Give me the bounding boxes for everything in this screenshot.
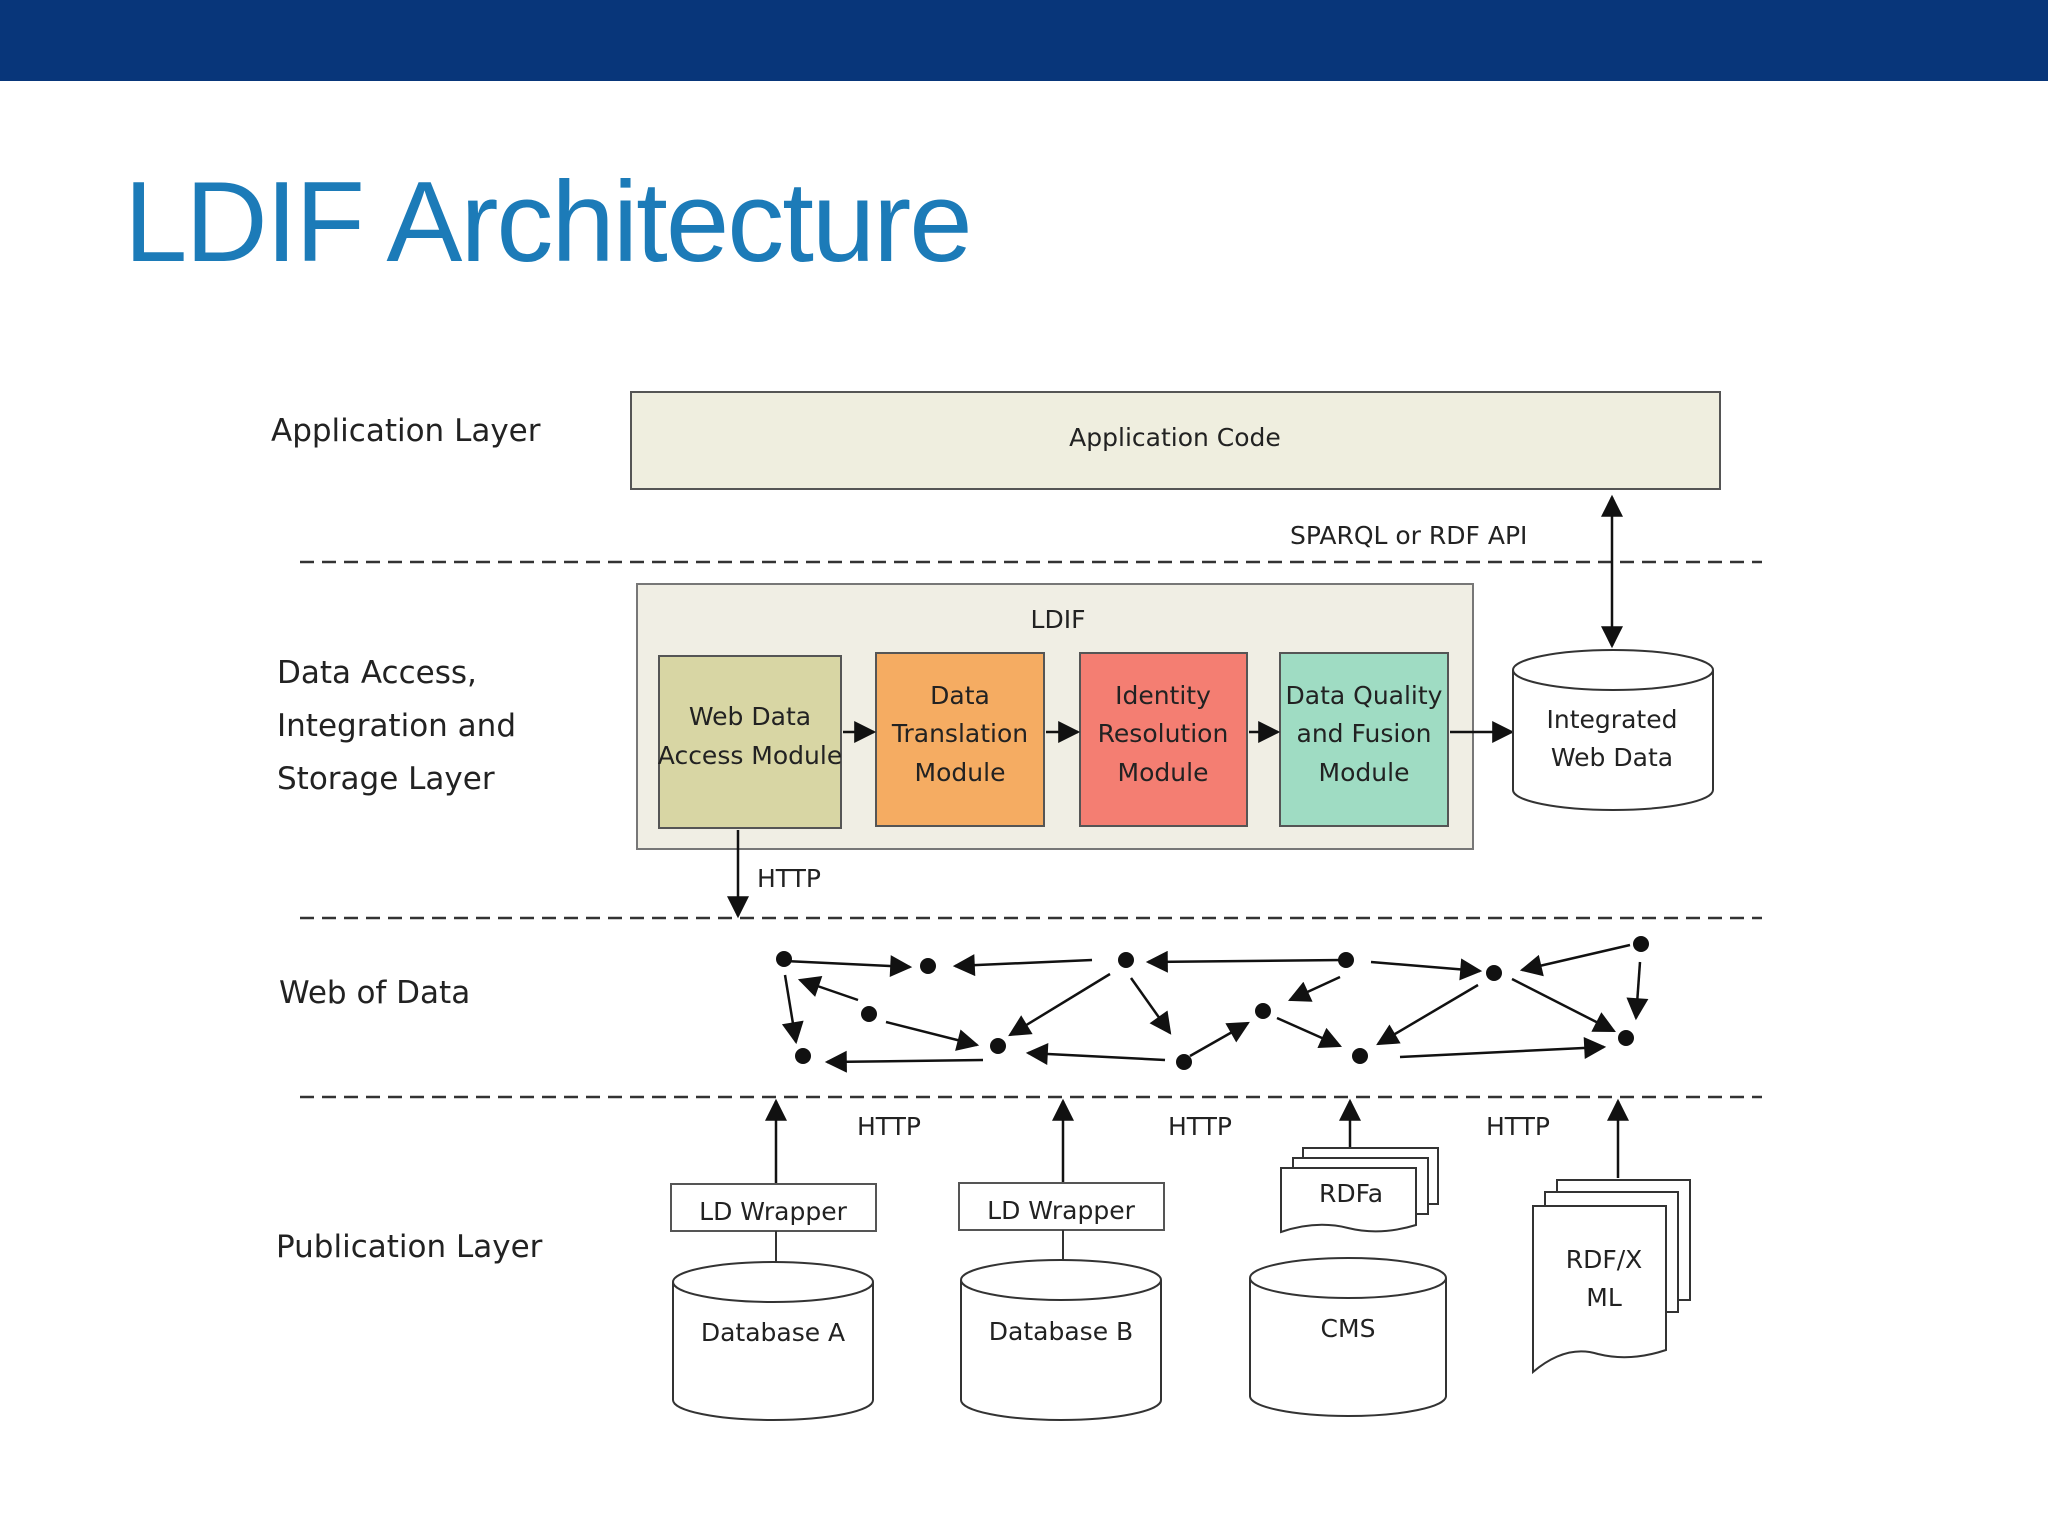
web-of-data-nodes [776, 936, 1649, 1070]
layer-label-data-access-2: Integration and [277, 708, 516, 744]
data-quality-label-2: and Fusion [1297, 719, 1432, 748]
cms-cylinder [1249, 1257, 1447, 1417]
rdfa-label: RDFa [1319, 1179, 1383, 1208]
http-label-1: HTTP [857, 1112, 921, 1141]
rdfxml-label-1: RDF/X [1566, 1245, 1643, 1274]
identity-resolution-label-1: Identity [1115, 681, 1211, 710]
layer-label-data-access-1: Data Access, [277, 655, 477, 691]
web-data-access-label-1: Web Data [689, 702, 811, 731]
ld-wrapper-b [958, 1182, 1165, 1231]
ldif-title: LDIF [1031, 605, 1086, 634]
integrated-web-data-store [1512, 649, 1714, 811]
ld-wrapper-a [670, 1183, 877, 1232]
http-label-3: HTTP [1486, 1112, 1550, 1141]
integrated-web-data-label-2: Web Data [1551, 743, 1673, 772]
data-translation-label-2: Translation [891, 719, 1028, 748]
application-code-box [630, 391, 1721, 490]
cms-label: CMS [1321, 1314, 1376, 1343]
data-translation-module [875, 652, 1045, 827]
ld-wrapper-b-label: LD Wrapper [987, 1196, 1135, 1225]
data-quality-label-3: Module [1319, 758, 1410, 787]
web-data-access-label-2: Access Module [658, 741, 842, 770]
database-a-label: Database A [701, 1318, 845, 1347]
layer-label-data-access-3: Storage Layer [277, 761, 495, 797]
ld-wrapper-a-label: LD Wrapper [699, 1197, 847, 1226]
rdfa-document-icon [1280, 1147, 1439, 1234]
rdfxml-document-icon [1532, 1179, 1691, 1375]
http-label-2: HTTP [1168, 1112, 1232, 1141]
layer-label-web-of-data: Web of Data [279, 975, 470, 1011]
integrated-web-data-label-1: Integrated [1547, 705, 1678, 734]
identity-resolution-label-3: Module [1118, 758, 1209, 787]
data-quality-label-1: Data Quality [1286, 681, 1443, 710]
rdfxml-label-2: ML [1586, 1283, 1622, 1312]
database-a-cylinder [672, 1261, 874, 1421]
layer-label-application: Application Layer [271, 413, 541, 449]
data-translation-label-3: Module [915, 758, 1006, 787]
api-label: SPARQL or RDF API [1290, 521, 1527, 550]
database-b-cylinder [960, 1259, 1162, 1421]
web-of-data-graph [781, 943, 1649, 1073]
header-bar [0, 0, 2048, 81]
application-code-label: Application Code [1069, 423, 1281, 452]
layer-label-publication: Publication Layer [276, 1229, 543, 1265]
web-data-access-module [658, 655, 842, 829]
slide-title: LDIF Architecture [124, 159, 973, 286]
database-b-label: Database B [989, 1317, 1133, 1346]
identity-resolution-label-2: Resolution [1098, 719, 1229, 748]
http-label-ldif: HTTP [757, 864, 821, 893]
data-translation-label-1: Data [930, 681, 990, 710]
data-quality-fusion-module [1279, 652, 1449, 827]
